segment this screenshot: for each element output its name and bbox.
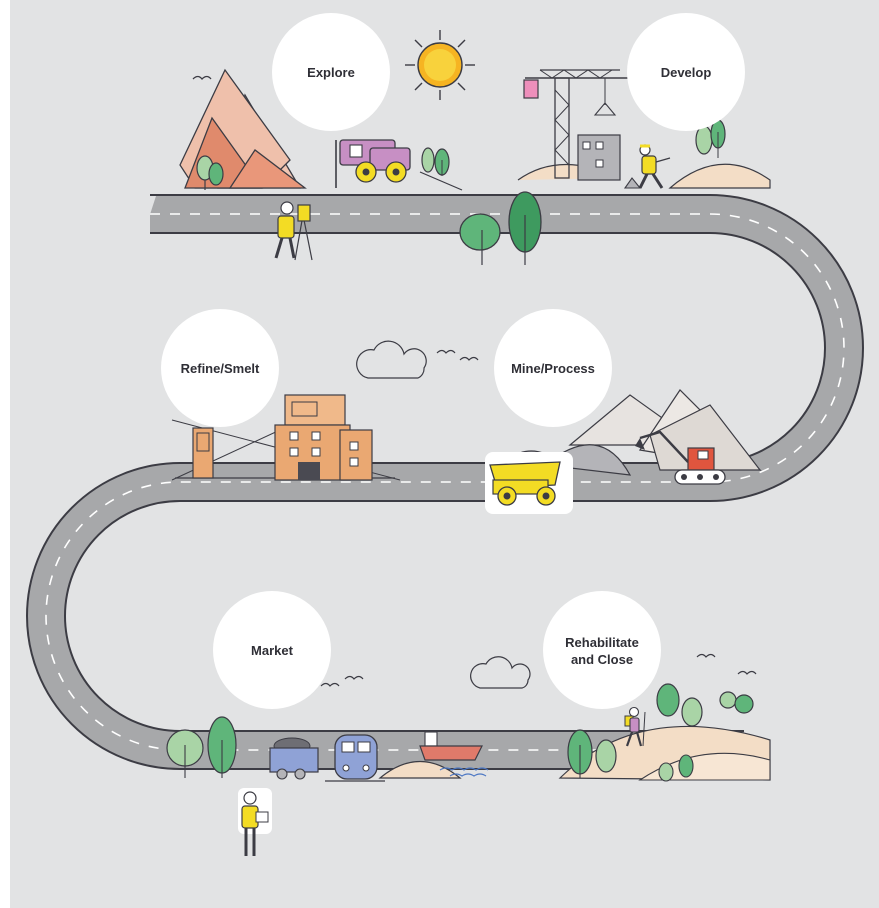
market-stage-circle	[213, 591, 331, 709]
develop-label: Develop	[660, 65, 712, 80]
train-icon	[325, 734, 385, 782]
tree-icon	[668, 119, 771, 189]
cloud-icon	[356, 340, 427, 379]
and-close-text: and Close	[570, 652, 634, 667]
drill-rig-icon	[335, 139, 463, 191]
tree-icon	[558, 683, 771, 782]
explore-label: Explore	[307, 65, 355, 80]
rehabilitate-text: Rehabilitate	[565, 635, 639, 650]
crane-icon	[517, 69, 630, 181]
refine-smelt-label: Refine/Smelt	[180, 361, 260, 376]
smelter-icon	[171, 394, 401, 481]
excavator-icon	[635, 430, 726, 485]
explore-stage-circle	[272, 13, 390, 131]
bird-icon	[344, 675, 364, 680]
mine-process-label: Mine/Process	[511, 361, 595, 376]
hiker-icon	[624, 706, 646, 747]
develop-stage-circle	[627, 13, 745, 131]
rehabilitate-close-stage-circle	[543, 591, 661, 709]
haul-truck-icon	[485, 452, 573, 514]
tree-icon	[459, 191, 542, 265]
mine-process-stage-circle	[494, 309, 612, 427]
worker-icon	[623, 144, 671, 189]
sun-icon	[405, 30, 475, 100]
tree-icon	[421, 147, 450, 176]
cloud-icon	[470, 656, 531, 689]
bird-icon	[459, 356, 479, 361]
tree-icon	[166, 716, 237, 778]
bird-icon	[696, 653, 716, 658]
worker-icon	[238, 788, 272, 856]
tree-icon	[196, 155, 224, 190]
winding-road	[26, 194, 864, 770]
bird-icon	[192, 75, 212, 80]
ship-icon	[378, 731, 489, 779]
surveyor-icon	[274, 201, 313, 261]
refine-smelt-stage-circle	[161, 309, 279, 427]
ore-wagon-icon	[269, 737, 319, 780]
market-label: Market	[251, 643, 293, 658]
bird-icon	[320, 682, 340, 687]
bird-icon	[737, 670, 757, 675]
rehabilitate-close-label: Rehabilitate and Close	[532, 634, 672, 668]
bird-icon	[436, 349, 456, 354]
